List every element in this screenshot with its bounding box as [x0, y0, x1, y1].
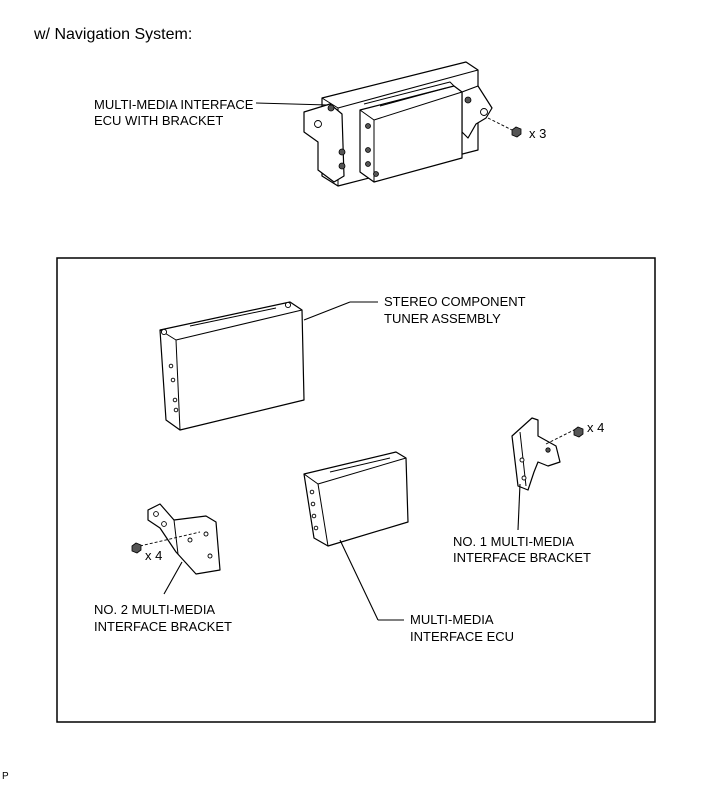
- tuner-assembly-illustration: [159, 301, 305, 431]
- label-ecu-with-bracket-line1: MULTI-MEDIA INTERFACE: [94, 97, 254, 112]
- leader-interface-ecu: [339, 539, 379, 621]
- fastener-count-top: x 3: [529, 126, 546, 141]
- detail-frame: [56, 257, 656, 723]
- figure-code: P: [2, 771, 9, 782]
- leader-ecu-with-bracket: [255, 102, 329, 106]
- label-tuner-line1: STEREO COMPONENT: [384, 294, 526, 309]
- label-ecu-with-bracket-line2: ECU WITH BRACKET: [94, 113, 223, 128]
- fastener-count-no1: x 4: [587, 420, 604, 435]
- no2-bracket-illustration: [131, 503, 221, 575]
- label-interface-ecu-line2: INTERFACE ECU: [410, 629, 514, 644]
- fastener-count-no2: x 4: [145, 548, 162, 563]
- no1-bracket-illustration: [511, 417, 584, 491]
- leader-no2-bracket: [163, 561, 183, 595]
- leader-tuner: [303, 301, 351, 321]
- interface-ecu-illustration: [303, 451, 409, 547]
- label-tuner-line2: TUNER ASSEMBLY: [384, 311, 501, 326]
- label-no2-bracket-line2: INTERFACE BRACKET: [94, 619, 232, 634]
- label-no1-bracket-line2: INTERFACE BRACKET: [453, 550, 591, 565]
- label-no2-bracket-line1: NO. 2 MULTI-MEDIA: [94, 602, 215, 617]
- ecu-with-bracket-illustration: [303, 61, 522, 187]
- leader-no1-bracket: [517, 483, 521, 531]
- section-title: w/ Navigation System:: [33, 26, 192, 43]
- label-no1-bracket-line1: NO. 1 MULTI-MEDIA: [453, 534, 574, 549]
- label-interface-ecu-line1: MULTI-MEDIA: [410, 612, 494, 627]
